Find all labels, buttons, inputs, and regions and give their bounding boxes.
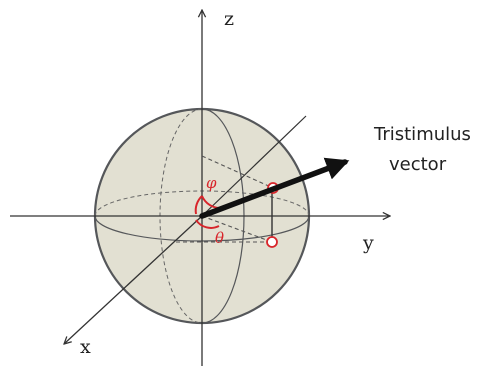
xy-projection-point	[266, 236, 278, 248]
tristimulus-vector-arrow	[199, 157, 350, 219]
theta-label: θ	[215, 229, 224, 247]
theta-arc	[195, 219, 220, 229]
x-axis	[64, 215, 203, 344]
z-axis-label: z	[224, 8, 234, 30]
diagonal-line	[201, 115, 307, 217]
vector-caption-line2: vector	[389, 154, 447, 175]
xy-plane-diagonal	[201, 215, 273, 243]
projection-to-z	[201, 155, 274, 189]
phi-arc-left	[194, 195, 203, 215]
phi-label: φ	[206, 174, 217, 192]
x-axis-label: x	[80, 336, 91, 358]
y-axis-label: y	[362, 232, 374, 254]
vector-caption-line1: Tristimulus	[373, 124, 471, 145]
